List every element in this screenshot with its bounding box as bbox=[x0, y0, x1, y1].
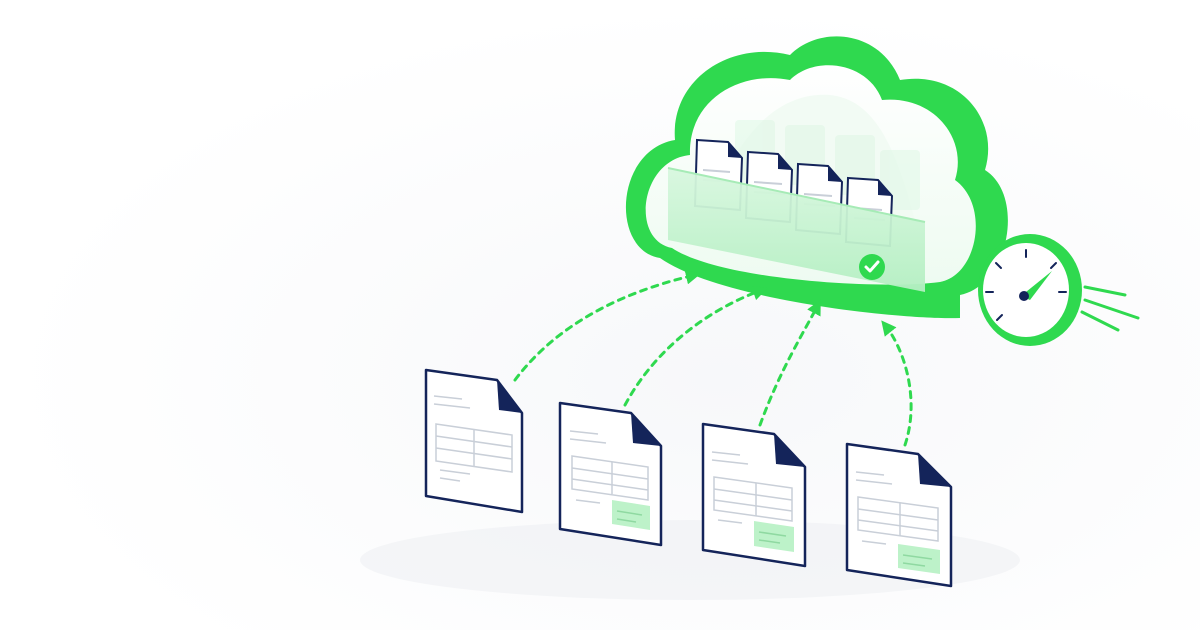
upload-arrows bbox=[513, 269, 913, 447]
arrow-icon bbox=[758, 299, 821, 427]
document-icon bbox=[845, 442, 953, 588]
arrow-icon bbox=[513, 269, 701, 382]
speedometer-icon bbox=[978, 234, 1140, 346]
document-icon bbox=[558, 401, 663, 547]
check-icon bbox=[859, 254, 885, 280]
document-icon bbox=[701, 422, 807, 568]
document-icon bbox=[424, 368, 524, 514]
arrow-icon bbox=[881, 320, 913, 447]
arrow-icon bbox=[623, 285, 768, 407]
